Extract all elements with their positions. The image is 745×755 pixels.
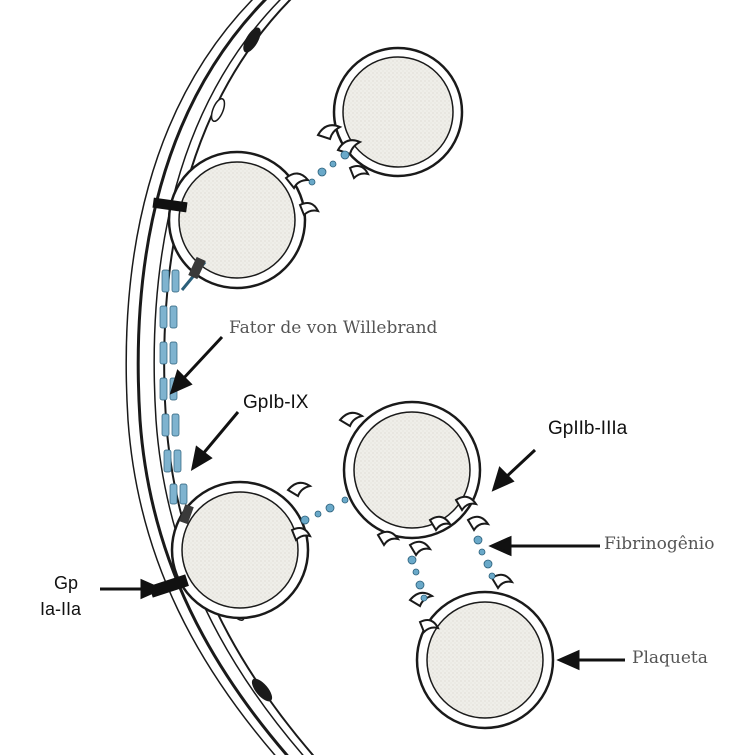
receptor-cups [286,125,512,632]
platelet-lower-adhered [172,482,308,618]
label-fibrinogen: Fibrinogênio [604,534,714,554]
label-ia-iia: Ia-IIa [40,596,81,622]
platelet-middle [344,402,480,538]
vessel-wall [126,0,326,755]
label-gpiib-iiia: GpIIb-IIIa [548,418,627,440]
platelet-top-right [334,48,462,176]
label-von-willebrand-factor: Fator de von Willebrand [229,318,437,338]
label-gpib-ix: GpIb-IX [243,392,308,414]
platelet-upper-adhered [169,152,305,288]
label-gp: Gp [54,570,78,596]
platelet-bottom [417,592,553,728]
label-platelet: Plaqueta [632,648,708,668]
